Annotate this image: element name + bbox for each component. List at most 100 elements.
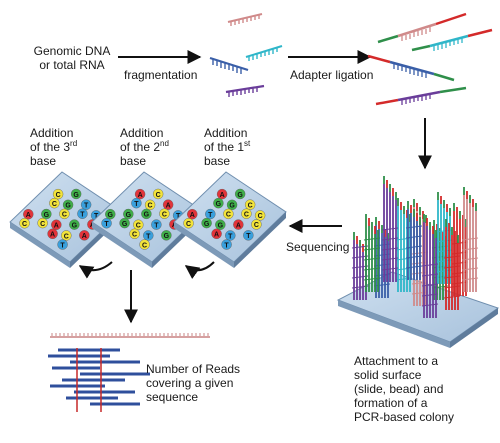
colony — [443, 219, 461, 310]
addition-2nd-line1: Addition — [120, 126, 164, 140]
addition-1st-line1: Addition — [204, 126, 248, 140]
colony — [381, 176, 399, 282]
svg-text:C: C — [148, 203, 153, 210]
colony — [405, 201, 423, 280]
svg-text:A: A — [236, 222, 241, 229]
fragment-pink — [227, 13, 263, 26]
svg-text:C: C — [226, 212, 231, 219]
svg-text:T: T — [208, 212, 213, 219]
nucleotide-T: T — [225, 230, 236, 241]
nucleotide-G: G — [69, 219, 80, 230]
nucleotide-C: C — [251, 219, 262, 230]
nucleotide-G: G — [234, 188, 246, 200]
reference-sequence — [50, 333, 210, 338]
svg-text:T: T — [94, 213, 99, 220]
svg-text:G: G — [73, 192, 79, 199]
nucleotide-G: G — [201, 217, 212, 229]
svg-text:A: A — [54, 223, 59, 230]
svg-text:A: A — [220, 192, 225, 199]
nucleotide-T: T — [131, 197, 142, 209]
addition-1st-line3: base — [204, 154, 231, 168]
cycle-arrow-1 — [184, 261, 215, 280]
slide-edge — [174, 222, 234, 268]
reads-line1: Number of Reads — [146, 362, 241, 376]
svg-text:A: A — [138, 192, 143, 199]
fragmentation-label: fragmentation — [124, 68, 198, 82]
svg-text:T: T — [176, 213, 181, 220]
nucleotide-T: T — [101, 218, 112, 229]
nucleotide-C: C — [49, 197, 60, 209]
nucleotide-G: G — [226, 199, 238, 211]
colony — [395, 198, 413, 292]
addition-3rd-line1: Addition — [30, 126, 74, 140]
svg-text:A: A — [82, 233, 87, 240]
nucleotide-G: G — [62, 199, 74, 211]
nucleotide-C: C — [183, 218, 194, 229]
sequencing-label: Sequencing — [286, 240, 350, 254]
attachment-line1: Attachment to a — [354, 354, 439, 368]
nucleotide-G: G — [215, 219, 226, 230]
nucleotide-G: G — [141, 208, 152, 220]
attachment-label: Attachment to a solid surface (slide, be… — [354, 354, 454, 424]
nucleotide-C: C — [254, 210, 266, 221]
svg-text:A: A — [26, 212, 31, 219]
svg-text:G: G — [72, 222, 78, 229]
addition-2nd-label: Addition of the 2nd base — [120, 126, 169, 168]
slide-edge — [92, 222, 152, 268]
source-label-line1: Genomic DNA — [33, 44, 111, 58]
svg-text:G: G — [122, 221, 128, 228]
nucleotide-C: C — [129, 228, 140, 240]
svg-text:A: A — [166, 202, 171, 209]
svg-text:C: C — [142, 242, 147, 249]
nucleotide-T: T — [57, 239, 68, 250]
nucleotide-G: G — [41, 208, 52, 220]
adapter-ligation-label: Adapter ligation — [290, 68, 374, 82]
nucleotide-C: C — [133, 219, 144, 230]
svg-text:G: G — [108, 212, 114, 219]
nucleotide-A: A — [79, 230, 90, 241]
nucleotide-C: C — [159, 208, 170, 219]
nucleotide-C: C — [37, 217, 48, 229]
slide-edge — [10, 222, 70, 268]
attachment-line4: formation of a — [354, 396, 428, 410]
nucleotide-A: A — [162, 199, 174, 210]
svg-text:T: T — [80, 212, 85, 219]
svg-text:T: T — [154, 222, 159, 229]
nucleotide-G: G — [213, 197, 224, 209]
svg-text:C: C — [40, 221, 45, 228]
nucleotide-A: A — [233, 219, 244, 230]
nucleotide-C: C — [241, 208, 252, 219]
svg-text:G: G — [216, 201, 222, 208]
colony-slide — [336, 176, 500, 348]
svg-text:G: G — [164, 233, 170, 240]
svg-text:A: A — [214, 232, 219, 239]
slide-edge — [234, 212, 286, 268]
nucleotide-A: A — [216, 188, 228, 200]
nucleotide-A: A — [211, 228, 222, 240]
attachment-line5: PCR-based colony — [354, 410, 455, 424]
flow-arrows — [78, 50, 432, 324]
slide-second: GCTACTGAGCTTGCTCAGC — [91, 171, 205, 268]
addition-3rd-line3: base — [30, 154, 57, 168]
svg-text:C: C — [248, 202, 253, 209]
svg-text:C: C — [162, 212, 167, 219]
nucleotide-A: A — [134, 188, 146, 200]
svg-text:T: T — [60, 242, 65, 249]
svg-text:G: G — [126, 212, 132, 219]
nucleotide-A: A — [51, 219, 62, 230]
attachment-line2: solid surface — [354, 368, 422, 382]
addition-2nd-line3: base — [120, 154, 147, 168]
svg-text:A: A — [50, 232, 55, 239]
reads-line3: sequence — [146, 390, 199, 404]
addition-3rd-line2: of the 3rd — [30, 139, 78, 155]
svg-text:C: C — [258, 213, 263, 220]
svg-text:A: A — [190, 212, 195, 219]
svg-text:C: C — [156, 192, 161, 199]
svg-text:C: C — [254, 222, 259, 229]
colony — [421, 214, 439, 318]
svg-text:G: G — [204, 221, 210, 228]
nucleotide-T: T — [205, 208, 216, 220]
nucleotide-G: G — [161, 230, 172, 241]
nucleotide-T: T — [80, 199, 92, 210]
